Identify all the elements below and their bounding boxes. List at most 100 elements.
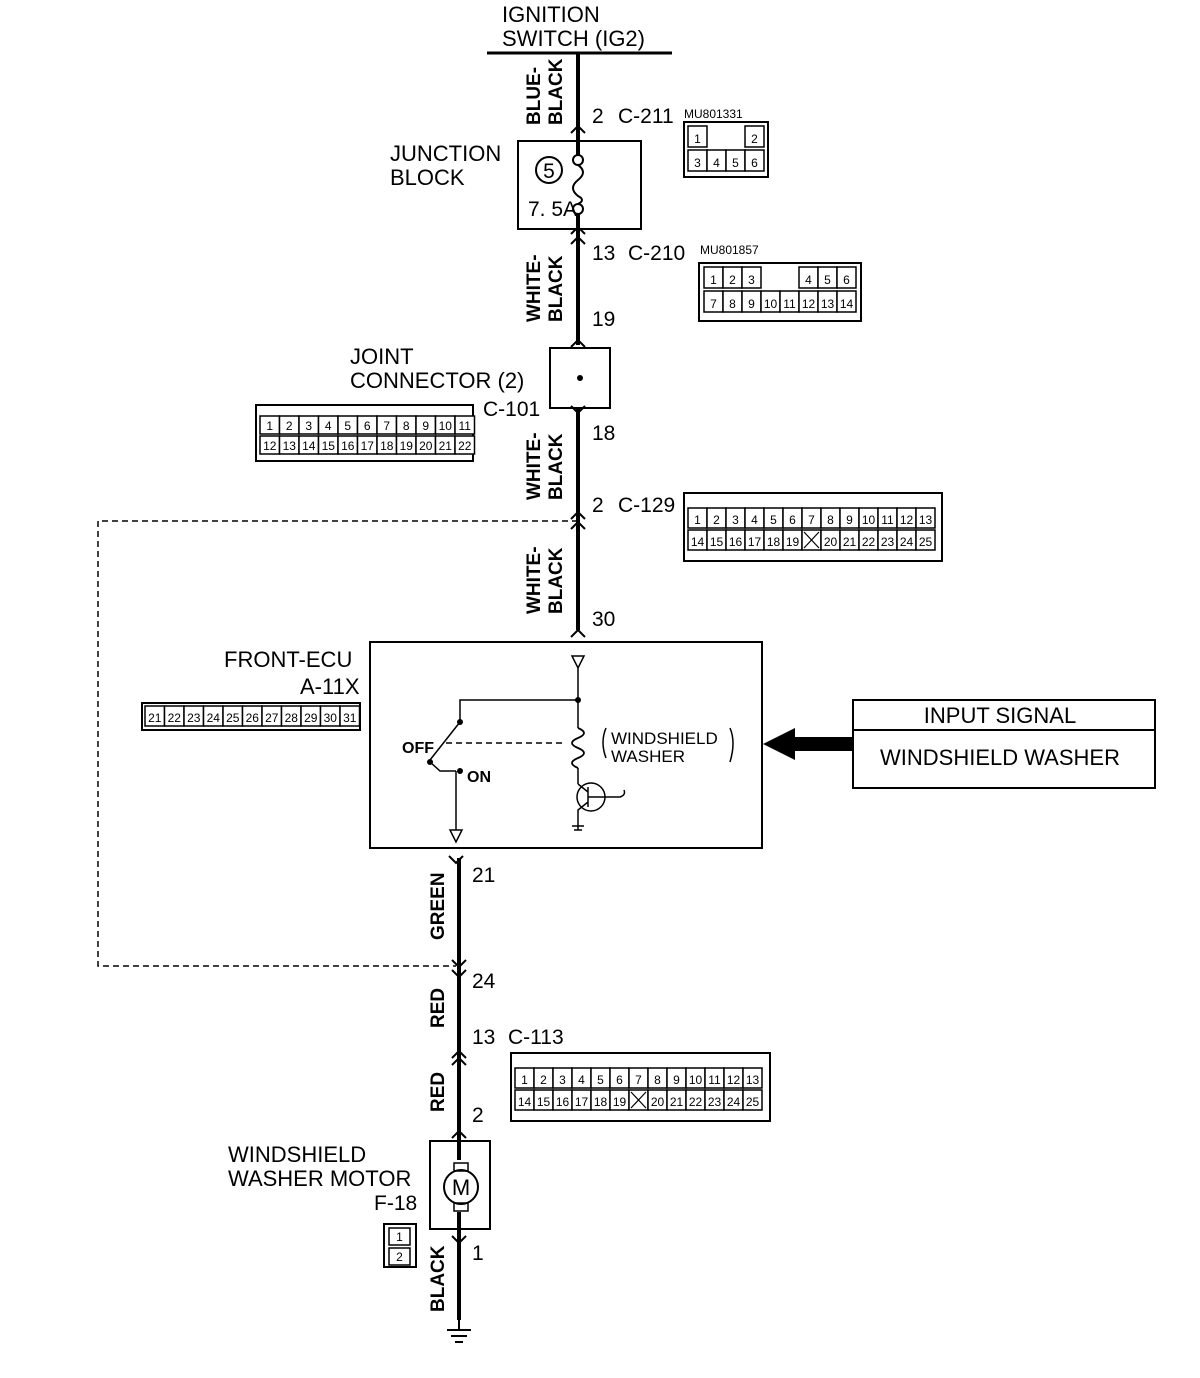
- empty-pin-mark: [630, 1091, 647, 1109]
- connector-id-c210: C-210: [628, 242, 685, 265]
- dashed-bypass-line: [97, 520, 578, 967]
- wire-label-white-black-2b: BLACK: [546, 433, 567, 500]
- connector-mark-c113: [451, 1049, 467, 1066]
- ecu-ground-icon: [572, 825, 584, 831]
- switch-output-wire: [429, 761, 457, 830]
- relay-label-bracket-right: [729, 727, 734, 763]
- pin-cell: [388, 1227, 411, 1246]
- pin-number: 31: [343, 711, 357, 725]
- wire-label-red-2: RED: [428, 1072, 449, 1112]
- pin-cell: [388, 1247, 411, 1266]
- pin-number: 18: [594, 1095, 608, 1109]
- pin-number: 12: [802, 297, 816, 311]
- pin-cell: [454, 435, 476, 455]
- junction-24-mark: [451, 959, 467, 979]
- pin-number: 24: [207, 711, 221, 725]
- pin-number: 6: [616, 1073, 623, 1087]
- wire-label-blue-black-1: BLUE-: [524, 67, 545, 125]
- input-signal-box: [852, 699, 1156, 789]
- pin-number: 17: [361, 439, 375, 453]
- connector-f18: [383, 1223, 417, 1268]
- pin-number: 14: [302, 439, 316, 453]
- pin-number: 23: [187, 711, 201, 725]
- pin-number: 1: [521, 1073, 528, 1087]
- pin-2-c211: 2: [592, 105, 604, 128]
- front-ecu-label: FRONT-ECU: [224, 647, 352, 672]
- pin-number: 1: [694, 132, 701, 146]
- switch-off-label: OFF: [402, 740, 434, 757]
- connector-c210: [698, 262, 862, 322]
- pin-number: 13: [919, 513, 933, 527]
- pin-number: 25: [919, 535, 933, 549]
- connector-id-c211: C-211: [618, 105, 674, 128]
- pin-number: 29: [304, 711, 318, 725]
- pin-number: 24: [900, 535, 914, 549]
- pin-number: 5: [597, 1073, 604, 1087]
- pin-number: 3: [748, 273, 755, 287]
- pin-number: 8: [827, 513, 834, 527]
- pin-number: 25: [226, 711, 240, 725]
- pin-number: 23: [881, 535, 895, 549]
- pin-number: 3: [694, 156, 701, 170]
- pin-13-c210: 13: [592, 242, 615, 265]
- switch-contact-on: [457, 768, 463, 774]
- pin-number: 5: [770, 513, 777, 527]
- pin-number: 24: [727, 1095, 741, 1109]
- relay-label-2: WASHER: [611, 747, 685, 766]
- fuse-rating: 7. 5A: [528, 198, 577, 221]
- switch-arm-icon: [429, 721, 461, 761]
- pin-number: 4: [751, 513, 758, 527]
- pin-number: 1: [396, 1230, 403, 1244]
- pin-cell: [742, 1089, 763, 1111]
- pin-number: 26: [246, 711, 260, 725]
- pin-number: 20: [824, 535, 838, 549]
- pin-number: 23: [708, 1095, 722, 1109]
- pin-number: 5: [344, 419, 351, 433]
- fuse-number: 5: [543, 160, 555, 183]
- c210-part-number: MU801857: [700, 243, 759, 257]
- pin-number: 3: [305, 419, 312, 433]
- pin-number: 6: [789, 513, 796, 527]
- pin-number: 10: [689, 1073, 703, 1087]
- c211-part-number: MU801331: [684, 107, 743, 121]
- motor-brush-bottom: [453, 1202, 469, 1212]
- ecu-switch-feed: [459, 699, 578, 720]
- pin-cell: [742, 1067, 763, 1089]
- pin-number: 19: [786, 535, 800, 549]
- pin-number: 12: [900, 513, 914, 527]
- wire-label-white-black-2a: WHITE-: [524, 432, 545, 500]
- junction-block-label-2: BLOCK: [390, 165, 465, 190]
- pin-number: 30: [324, 711, 338, 725]
- pin-24: 24: [472, 970, 496, 993]
- pin-number: 3: [732, 513, 739, 527]
- pin-number: 9: [846, 513, 853, 527]
- pin-number: 11: [708, 1073, 721, 1087]
- front-ecu-box: [369, 641, 763, 849]
- pin-number: 10: [764, 297, 778, 311]
- pin-number: 8: [654, 1073, 661, 1087]
- pin-number: 16: [729, 535, 743, 549]
- pin-number: 1: [694, 513, 701, 527]
- ecu-power-icon: [570, 655, 586, 670]
- pin-number: 21: [670, 1095, 684, 1109]
- wire-label-white-black-1b: BLACK: [546, 255, 567, 322]
- switch-on-label: ON: [467, 769, 491, 786]
- motor-in-mark: [451, 1129, 467, 1139]
- pin-number: 15: [537, 1095, 551, 1109]
- pin-number: 3: [559, 1073, 566, 1087]
- input-signal-header: INPUT SIGNAL: [924, 703, 1076, 728]
- pin-number: 2: [286, 419, 293, 433]
- pin-number: 27: [265, 711, 279, 725]
- pin-cell: [744, 149, 765, 172]
- ignition-switch-label-2: SWITCH (IG2): [502, 26, 645, 51]
- pin-cell: [339, 705, 361, 727]
- pin-number: 20: [651, 1095, 665, 1109]
- pin-number: 12: [263, 439, 277, 453]
- pin-number: 2: [751, 132, 758, 146]
- pin-cell: [836, 266, 857, 289]
